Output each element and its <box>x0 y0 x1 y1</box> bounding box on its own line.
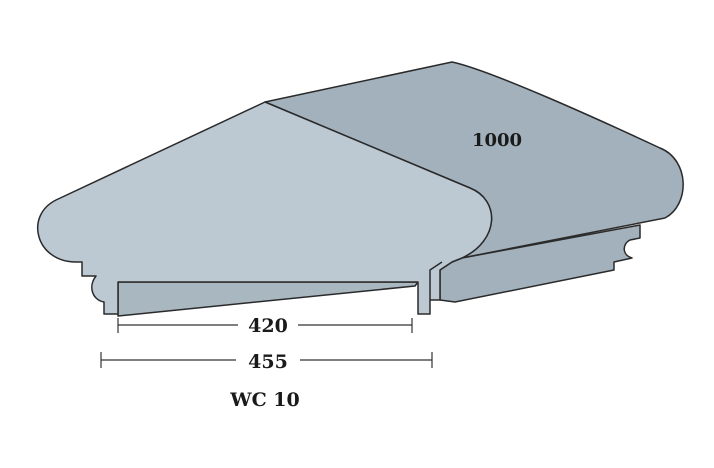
outer-width-label: 455 <box>248 351 288 373</box>
coping-end-profile <box>37 101 493 315</box>
coping-underside <box>117 281 419 317</box>
model-label: WC 10 <box>229 389 300 411</box>
coping-side-rail <box>439 224 641 303</box>
inner-width-label: 420 <box>248 315 288 337</box>
inner-width-dimension: 420 <box>117 314 413 337</box>
length-label: 1000 <box>472 130 522 151</box>
outer-width-dimension: 455 <box>100 349 433 373</box>
end-face-edge <box>429 261 443 300</box>
